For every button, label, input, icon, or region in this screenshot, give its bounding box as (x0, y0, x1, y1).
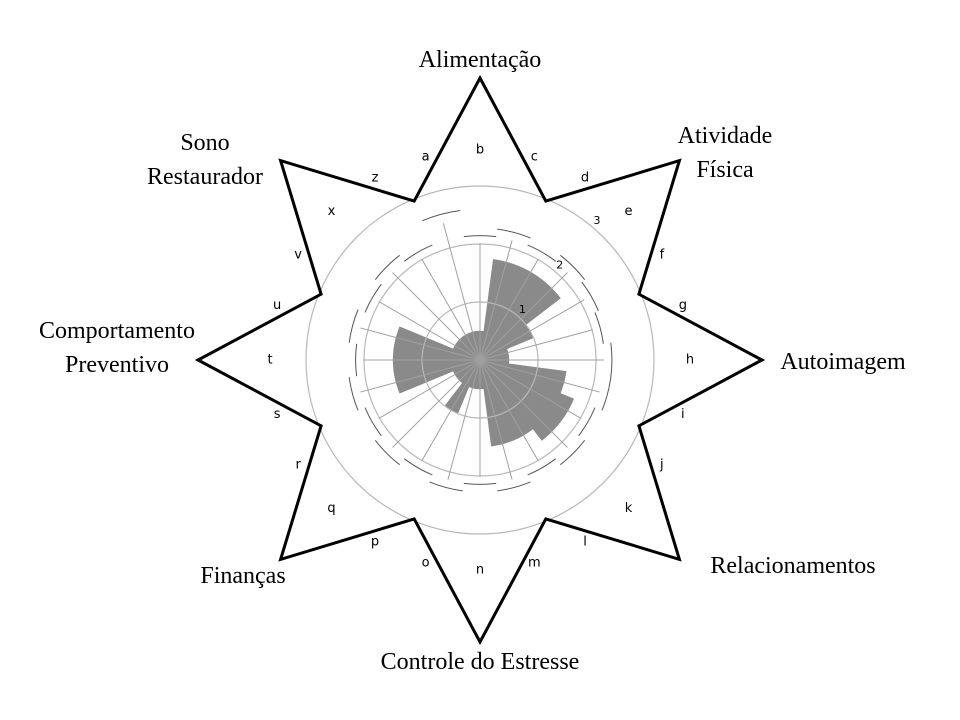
category-label-line: Física (696, 157, 754, 183)
item-spoke-z (421, 258, 481, 361)
item-spoke-i (479, 359, 600, 393)
category-label-4: Relacionamentos (710, 553, 875, 579)
threshold-step-j (578, 407, 596, 437)
item-spoke-e (479, 272, 568, 361)
item-label-q: q (327, 501, 335, 516)
item-label-j: j (659, 458, 664, 473)
threshold-step-r (364, 407, 382, 437)
threshold-step-d (527, 244, 557, 262)
threshold-step-b (463, 235, 497, 238)
category-label-line: Controle do Estresse (381, 649, 580, 675)
item-spoke-v (378, 301, 481, 361)
ring-label-2: 2 (556, 259, 563, 272)
item-label-x: x (328, 204, 336, 219)
threshold-step-z (403, 244, 433, 262)
item-label-r: r (295, 458, 301, 473)
category-label-line: Restaurador (147, 164, 263, 190)
item-label-k: k (625, 501, 633, 516)
threshold-step-p (403, 458, 433, 476)
threshold-step-g (594, 312, 604, 344)
threshold-step-t (355, 343, 358, 377)
item-label-t: t (267, 353, 272, 368)
item-spoke-m (479, 359, 513, 480)
item-spoke-p (421, 359, 481, 462)
category-label-1: Alimentação (419, 47, 542, 73)
threshold-step-a (422, 209, 461, 222)
item-label-s: s (274, 407, 281, 422)
item-spoke-d (479, 258, 539, 361)
item-spokes (360, 223, 604, 480)
item-spoke-k (479, 359, 568, 448)
threshold-step-q (374, 440, 400, 466)
category-label-line: Preventivo (65, 352, 169, 378)
scale-ring-3 (305, 185, 655, 535)
item-spoke-g (479, 329, 593, 361)
item-spoke-q (392, 359, 481, 448)
item-label-c: c (531, 150, 538, 165)
item-label-e: e (624, 204, 632, 219)
item-label-u: u (273, 298, 281, 313)
item-label-f: f (660, 248, 665, 263)
threshold-step-s (348, 377, 359, 411)
star-outline (194, 74, 766, 646)
item-label-l: l (583, 534, 587, 549)
item-spoke-r (378, 359, 481, 419)
item-label-g: g (679, 298, 687, 313)
category-label-5: Controle do Estresse (381, 649, 580, 675)
item-label-h: h (686, 353, 694, 368)
threshold-step-c (497, 228, 531, 239)
ring-label-1: 1 (519, 303, 526, 316)
threshold-step-k (560, 440, 586, 466)
item-spoke-x (392, 272, 481, 361)
category-label-3: Autoimagem (780, 349, 906, 375)
item-spoke-u (360, 327, 481, 361)
threshold-step-i (601, 377, 612, 411)
threshold-step-f (581, 281, 599, 312)
category-label-line: Alimentação (419, 47, 542, 73)
item-labels: a b c d e f g h i j k l m n o p q r s t u v x z (267, 143, 694, 578)
ring-labels: 1 2 3 (519, 214, 601, 316)
threshold-step-m (497, 481, 531, 492)
item-label-d: d (581, 171, 589, 186)
item-threshold-lines (348, 209, 613, 492)
star-outline-group (194, 74, 766, 646)
category-label-line: Atividade (678, 123, 773, 149)
item-spoke-o (447, 359, 481, 480)
item-label-a: a (422, 150, 430, 165)
threshold-step-o (429, 481, 463, 492)
item-spoke-j (479, 359, 582, 419)
category-label-line: Sono (180, 130, 229, 156)
threshold-step-v (364, 283, 382, 313)
category-label-line: Relacionamentos (710, 553, 875, 579)
item-label-p: p (371, 534, 379, 549)
item-label-i: i (681, 407, 685, 422)
item-label-v: v (294, 248, 302, 263)
category-label-line: Comportamento (39, 318, 195, 344)
item-label-o: o (422, 555, 430, 570)
item-label-n: n (476, 563, 484, 578)
item-label-z: z (372, 171, 379, 186)
item-label-b: b (476, 143, 484, 158)
item-label-m: m (528, 555, 541, 570)
ring-label-3: 3 (593, 214, 600, 227)
threshold-step-u (348, 309, 359, 343)
item-spoke-c (479, 240, 513, 361)
threshold-step-x (374, 254, 400, 280)
threshold-step-l (527, 458, 557, 476)
threshold-step-n (463, 482, 497, 485)
threshold-step-e (560, 254, 586, 280)
item-spoke-s (360, 359, 481, 393)
category-label-6: Finanças (200, 563, 285, 589)
threshold-step-h (610, 342, 613, 378)
item-spoke-l (479, 359, 539, 462)
item-spoke-f (479, 299, 585, 361)
category-label-line: Finanças (200, 563, 285, 589)
item-spoke-a (442, 223, 481, 361)
category-label-line: Autoimagem (780, 349, 906, 375)
